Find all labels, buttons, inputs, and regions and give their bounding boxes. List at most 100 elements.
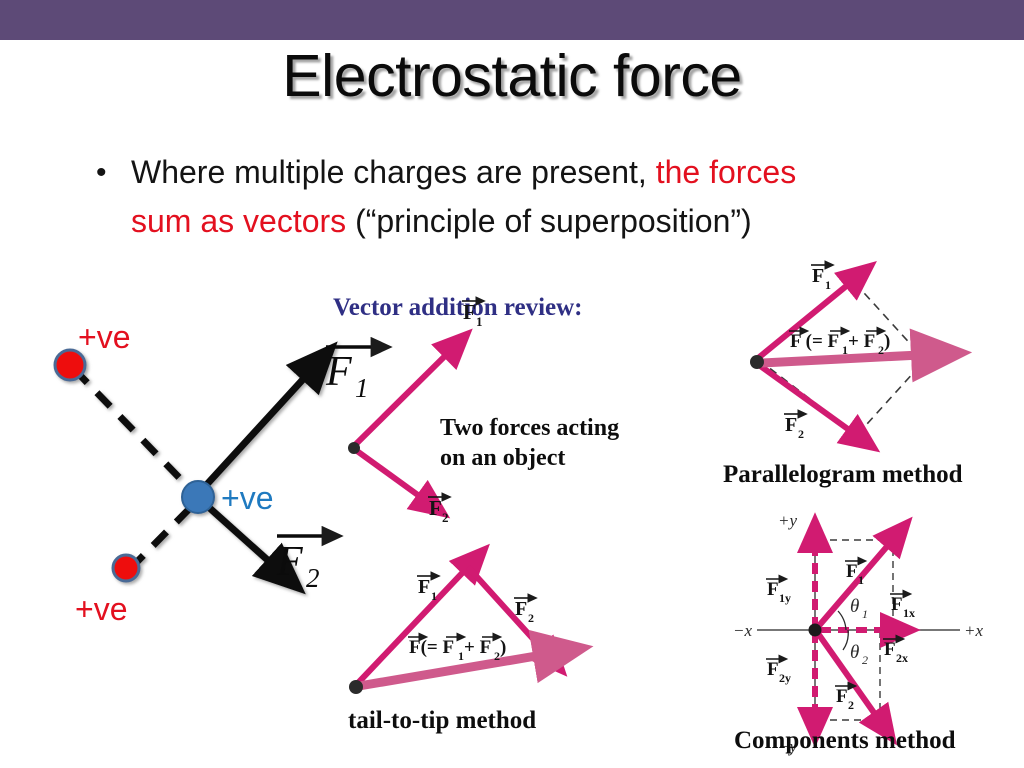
bullet-text-plain-1: Where multiple charges are present, [131, 154, 656, 190]
vector-label-F1-sub: 1 [858, 573, 864, 587]
resultant-label-sub2: 2 [494, 649, 500, 663]
charge-center [181, 480, 215, 514]
angle-label-theta2-symbol: θ [850, 642, 859, 663]
bullet-line-2: sum as vectors (“principle of superposit… [88, 197, 918, 246]
angle-arc-theta2 [842, 629, 849, 651]
vector-label-resultant: F(= F 1 + F 2 ) [408, 632, 506, 663]
superposition-charge-diagram [53, 341, 338, 595]
component-label-F1x-base: F [891, 594, 903, 615]
vector-label-F2-base: F [515, 598, 527, 620]
angle-label-theta2: θ 2 [850, 642, 868, 667]
diagrams-svg: +ve +ve +ve F 1 F 2 Vector addition revi… [53, 260, 984, 756]
angle-label-theta2-sub: 2 [862, 653, 868, 667]
vector-label-F1-base: F [846, 561, 858, 582]
vector-F2-arrow [814, 630, 898, 746]
resultant-label-sub2: 2 [878, 343, 884, 357]
bullet-text-red-2: sum as vectors [131, 203, 347, 239]
component-label-F2y: F 2y [766, 654, 791, 685]
vector-label-F1: F 1 [417, 571, 441, 603]
dashed-line-top-charge [71, 366, 199, 498]
caption-tail-to-tip: tail-to-tip method [348, 707, 536, 734]
vector-label-F2: F 2 [514, 593, 538, 625]
caption-components: Components method [734, 727, 956, 754]
charge-label-top: +ve [78, 319, 130, 355]
resultant-label-end: ) [500, 637, 506, 658]
vector-label-F1-sub: 1 [825, 278, 831, 292]
caption-two-forces-line1: Two forces acting [440, 415, 619, 441]
bullet-line-1: Where multiple charges are present, the … [88, 148, 918, 197]
bullet-text-red-1: the forces [655, 154, 797, 190]
resultant-label-mid: + F [848, 331, 875, 352]
resultant-label-mid: + F [464, 637, 491, 658]
resultant-label-prefix: F (= F [790, 331, 839, 352]
vector-label-F2-base: F [429, 496, 442, 520]
vector-label-F2-sub: 2 [528, 611, 534, 625]
component-label-F2y-base: F [767, 659, 779, 680]
component-label-F2x: F 2x [883, 634, 908, 665]
vector-label-F2-sub: 2 [442, 510, 449, 525]
force-label-F2-base: F [276, 539, 303, 585]
bullet-text-plain-2: (“principle of superposition”) [346, 203, 752, 239]
component-label-F1y-base: F [767, 579, 779, 600]
force-vector-F1-arrow [196, 341, 338, 496]
list-item: • Where multiple charges are present, th… [88, 148, 918, 246]
vector-label-F2: F 2 [428, 492, 452, 525]
angle-label-theta1-symbol: θ [850, 596, 859, 617]
page-title: Electrostatic force [282, 43, 742, 109]
panel-components: +y −y +x −x F 1 F 2 F 1y F 2y F [733, 511, 984, 756]
axis-label-minus-y: −y [778, 737, 797, 756]
component-label-F2x-base: F [884, 639, 896, 660]
axis-label-plus-x: +x [964, 621, 983, 640]
component-label-F2y-sub: 2y [779, 671, 791, 685]
angle-label-theta1: θ 1 [850, 596, 868, 621]
panel-parallelogram: F 1 F 2 F (= F 1 + F 2 ) Parallelogram m… [723, 260, 973, 488]
caption-parallelogram: Parallelogram method [723, 461, 963, 488]
vector-label-F1-base: F [418, 576, 430, 598]
component-label-F2x-sub: 2x [896, 651, 908, 665]
diagram-area: +ve +ve +ve F 1 F 2 Vector addition revi… [0, 255, 1024, 768]
axis-label-minus-x: −x [733, 621, 752, 640]
vector-label-F1: F 1 [811, 260, 835, 292]
caption-two-forces-line2: on an object [440, 445, 565, 471]
charge-label-center: +ve [221, 480, 273, 516]
resultant-label-sub1: 1 [458, 649, 464, 663]
vector-label-F2: F 2 [835, 681, 858, 712]
bullet-marker: • [96, 156, 107, 189]
force-label-F2: F 2 [276, 525, 344, 593]
force-label-F1: F 1 [325, 336, 393, 403]
vector-addition-review-heading: Vector addition review: [333, 294, 583, 321]
angle-label-theta1-sub: 1 [862, 607, 868, 621]
vector-label-F1-sub: 1 [476, 314, 483, 329]
dashed-line-bottom-charge [127, 497, 201, 572]
vector-F2-arrow [355, 448, 451, 519]
origin-dot [808, 623, 822, 637]
vector-F1-arrow [814, 516, 913, 630]
vector-F1-arrow [354, 543, 490, 687]
axis-label-plus-y: +y [778, 511, 797, 530]
panel-tail-to-tip: F 1 F 2 F(= F 1 + F 2 ) tail-to-tip meth… [348, 543, 594, 734]
origin-dot [750, 355, 764, 369]
component-label-F1x-sub: 1x [903, 606, 915, 620]
origin-dot [349, 680, 363, 694]
vector-resultant-arrow [760, 328, 973, 383]
charge-top [53, 348, 87, 382]
force-vector-F2-arrow [201, 500, 306, 595]
panel-two-forces: F 1 F 2 Two forces acting on an object [348, 296, 619, 525]
vector-label-F1-base: F [812, 265, 824, 287]
vector-F2-arrow [757, 362, 881, 453]
resultant-label-sub1: 1 [842, 343, 848, 357]
vector-label-F2: F 2 [784, 409, 808, 441]
vector-label-resultant: F (= F 1 + F 2 ) [789, 326, 890, 357]
vector-F1-arrow [352, 328, 473, 448]
vector-label-F1: F 1 [462, 296, 486, 329]
vector-label-F2-sub: 2 [848, 698, 854, 712]
vector-label-F2-sub: 2 [798, 427, 804, 441]
component-label-F1y: F 1y [766, 574, 791, 605]
vector-label-F1-sub: 1 [431, 589, 437, 603]
vector-label-F1: F 1 [845, 556, 868, 587]
force-label-F1-base: F [325, 349, 352, 395]
angle-arc-theta1 [837, 610, 847, 631]
vector-resultant-arrow [358, 629, 594, 691]
resultant-label-end: ) [884, 331, 890, 352]
header-band [0, 0, 1024, 40]
